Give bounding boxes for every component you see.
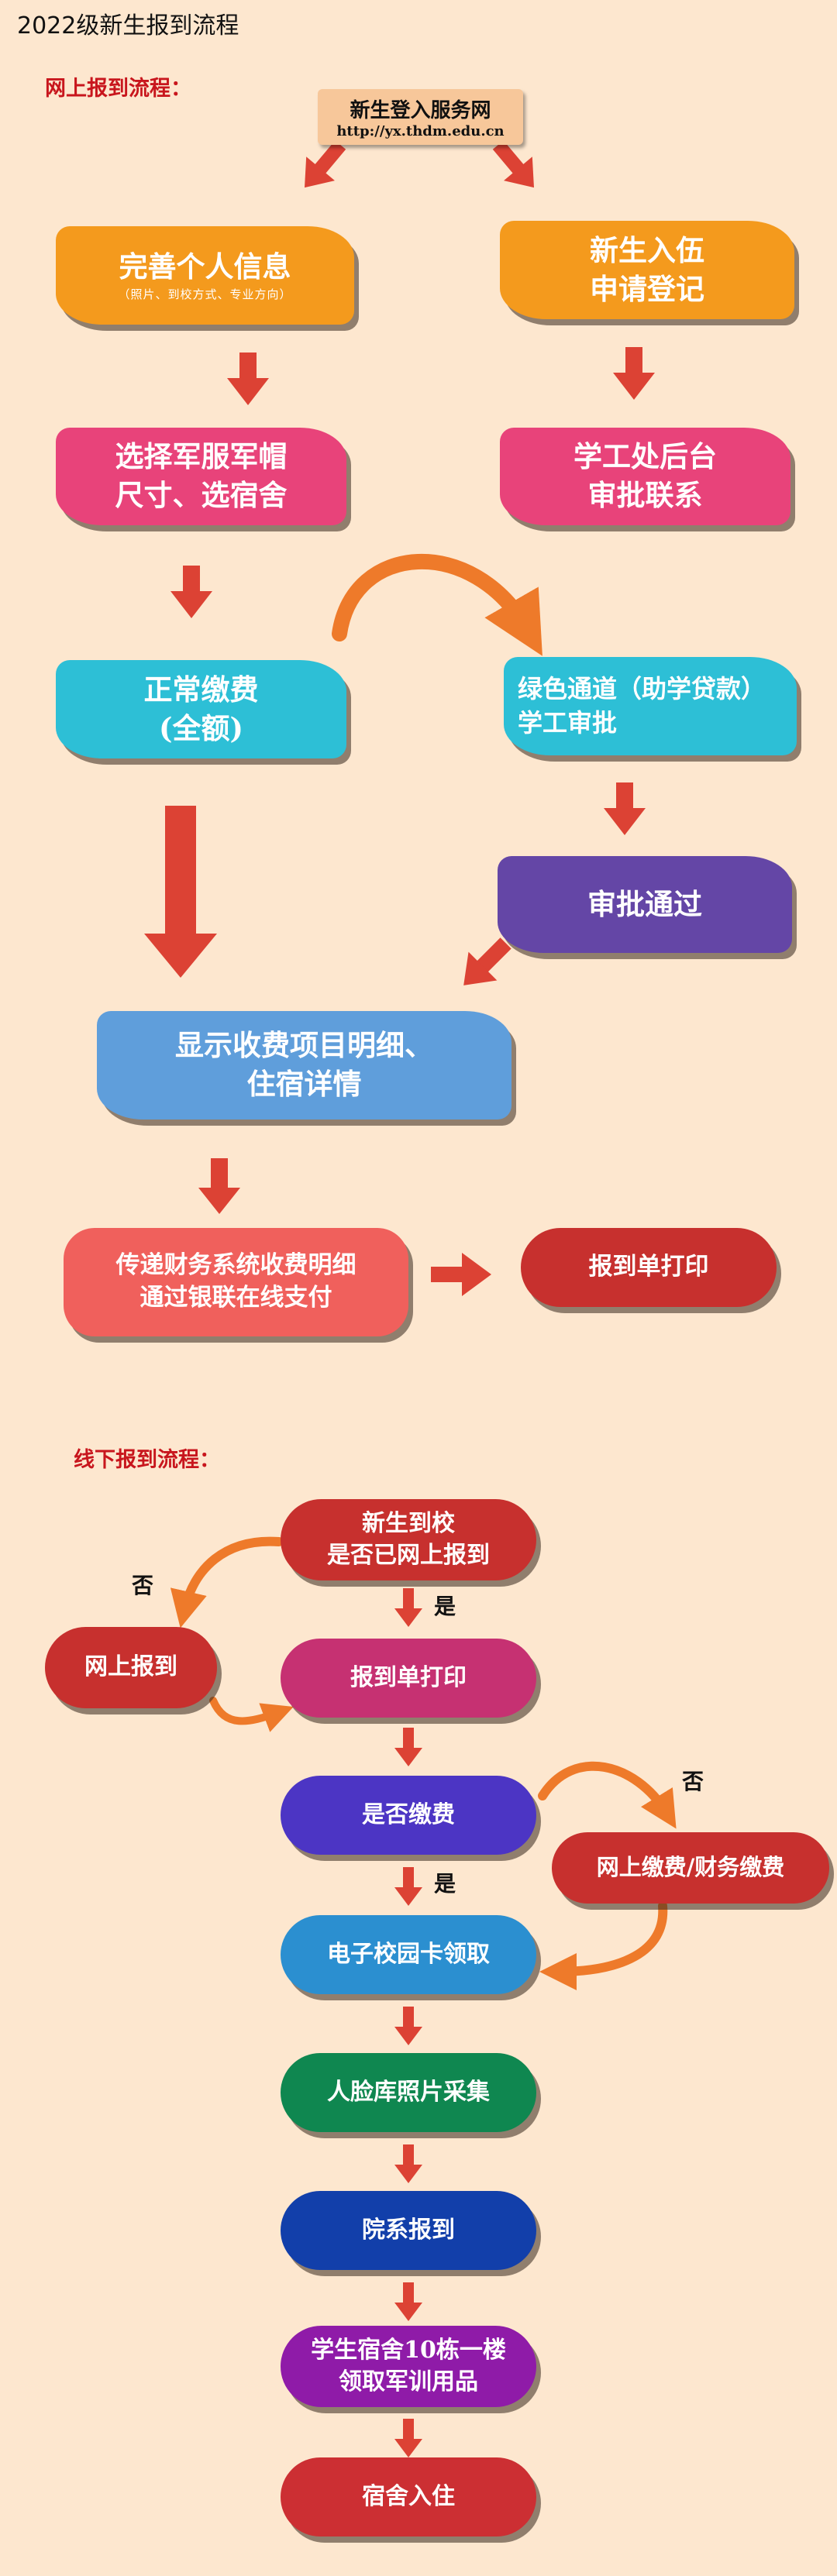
login-box[interactable]: 新生登入服务网 http://yx.thdm.edu.cn	[318, 89, 523, 145]
arrow-down	[613, 347, 655, 400]
complete-info-box[interactable]: 完善个人信息 （照片、到校方式、专业方向）	[56, 226, 354, 325]
curve-arrow-no-online	[170, 1536, 284, 1628]
uniform-line2: 尺寸、选宿舍	[115, 478, 288, 512]
arrive-line1: 新生到校	[362, 1510, 455, 1537]
arrow-down-small	[394, 2419, 422, 2457]
approved-label: 审批通过	[587, 886, 702, 921]
apply-line1: 新生入伍	[590, 232, 704, 267]
curve-arrow-back-to-card	[539, 1901, 668, 1990]
green-channel-line1: 绿色通道（助学贷款）	[518, 674, 766, 704]
apply-box[interactable]: 新生入伍 申请登记	[500, 221, 794, 319]
arrive-line2: 是否已网上报到	[327, 1541, 490, 1569]
campus-card-box[interactable]: 电子校园卡领取	[281, 1915, 536, 1994]
dorm-pickup-line1: 学生宿舍10栋一楼	[311, 2337, 506, 2364]
yes-label-2: 是	[434, 1871, 456, 1897]
arrow-down	[227, 353, 269, 405]
page-title: 2022级新生报到流程	[17, 12, 239, 40]
face-photo-box[interactable]: 人脸库照片采集	[281, 2053, 536, 2132]
online-heading: 网上报到流程：	[45, 77, 191, 101]
offline-heading: 线下报到流程：	[74, 1448, 220, 1472]
paid-box[interactable]: 是否缴费	[281, 1776, 536, 1855]
green-channel-box[interactable]: 绿色通道（助学贷款） 学工审批	[504, 657, 797, 755]
arrow-down-right	[492, 140, 534, 188]
arrow-down-small	[394, 2007, 422, 2045]
approved-box[interactable]: 审批通过	[498, 856, 792, 953]
arrow-down	[604, 782, 646, 835]
arrow-down-small	[394, 1588, 422, 1627]
move-in-box[interactable]: 宿舍入住	[281, 2457, 536, 2536]
pay-options-label: 网上缴费/财务缴费	[596, 1854, 785, 1881]
campus-card-label: 电子校园卡领取	[327, 1940, 490, 1968]
online-print-box[interactable]: 报到单打印	[521, 1228, 777, 1307]
uniform-line1: 选择军服军帽	[115, 439, 288, 474]
arrow-down-left	[305, 140, 346, 188]
offline-print-label: 报到单打印	[350, 1663, 467, 1691]
uniform-box[interactable]: 选择军服军帽 尺寸、选宿舍	[56, 428, 346, 525]
arrow-down-left	[463, 937, 512, 985]
online-print-label: 报到单打印	[588, 1253, 709, 1281]
arrow-down	[170, 566, 212, 618]
no-label-1: 否	[132, 1573, 154, 1598]
online-register-label: 网上报到	[84, 1653, 177, 1681]
dorm-pickup-line2: 领取军训用品	[339, 2368, 478, 2395]
apply-line2: 申请登记	[590, 271, 704, 306]
arrow-down	[198, 1158, 240, 1214]
login-title: 新生登入服务网	[350, 99, 491, 122]
yes-label-1: 是	[434, 1594, 456, 1619]
login-url: http://yx.thdm.edu.cn	[336, 123, 505, 139]
offline-print-box[interactable]: 报到单打印	[281, 1639, 536, 1718]
pay-online-box[interactable]: 传递财务系统收费明细 通过银联在线支付	[64, 1228, 408, 1336]
fee-detail-line2: 住宿详情	[246, 1067, 362, 1101]
move-in-label: 宿舍入住	[362, 2482, 455, 2510]
normal-pay-box[interactable]: 正常缴费 (全额)	[56, 660, 346, 758]
dept-register-label: 院系报到	[362, 2216, 455, 2244]
approve-contact-line1: 学工处后台	[574, 439, 717, 474]
paid-label: 是否缴费	[362, 1800, 455, 1828]
arrow-down-small	[394, 2144, 422, 2183]
arrow-down-small	[394, 1867, 422, 1906]
arrow-down-small	[394, 1728, 422, 1766]
arrow-down-large	[144, 806, 217, 978]
arrow-down-small	[394, 2282, 422, 2321]
complete-info-title: 完善个人信息	[119, 249, 291, 284]
complete-info-sub: （照片、到校方式、专业方向）	[118, 287, 292, 302]
approve-contact-box[interactable]: 学工处后台 审批联系	[500, 428, 790, 525]
pay-online-line1: 传递财务系统收费明细	[115, 1251, 356, 1280]
normal-pay-line2: (全额)	[158, 710, 243, 745]
pay-options-box[interactable]: 网上缴费/财务缴费	[552, 1832, 829, 1904]
dept-register-box[interactable]: 院系报到	[281, 2191, 536, 2270]
curve-arrow-back-to-print	[209, 1697, 294, 1732]
arrive-box[interactable]: 新生到校 是否已网上报到	[281, 1499, 536, 1580]
normal-pay-line1: 正常缴费	[143, 672, 259, 707]
approve-contact-line2: 审批联系	[587, 478, 703, 512]
pay-online-line2: 通过银联在线支付	[140, 1284, 332, 1312]
dorm-pickup-box[interactable]: 学生宿舍10栋一楼 领取军训用品	[281, 2326, 536, 2407]
fee-detail-box[interactable]: 显示收费项目明细、 住宿详情	[97, 1011, 512, 1119]
fee-detail-line1: 显示收费项目明细、	[175, 1028, 433, 1063]
curve-arrow-normal-to-green	[332, 553, 542, 656]
no-label-2: 否	[682, 1769, 704, 1794]
curve-arrow-no-paid	[538, 1761, 677, 1829]
online-register-box[interactable]: 网上报到	[45, 1627, 217, 1708]
arrow-right	[431, 1253, 491, 1296]
green-channel-line2: 学工审批	[518, 707, 618, 738]
face-photo-label: 人脸库照片采集	[327, 2078, 490, 2106]
